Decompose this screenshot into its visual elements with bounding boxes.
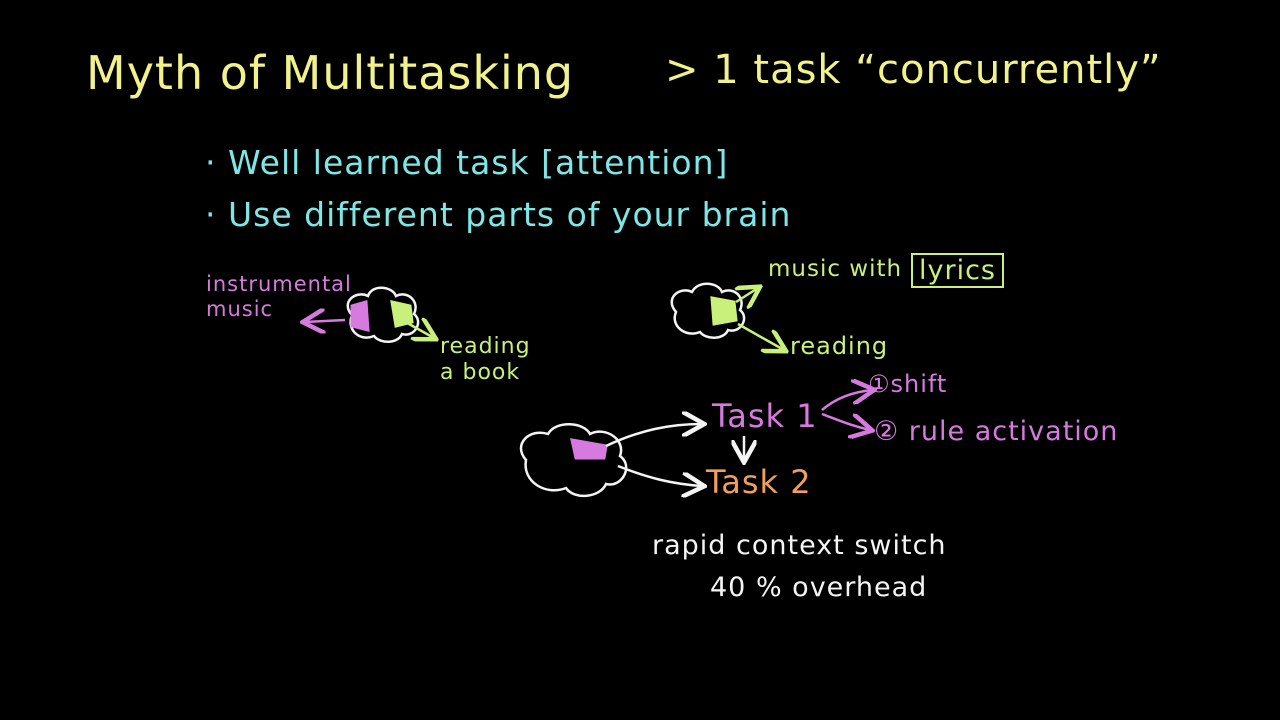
bullet-well-learned: · Well learned task [attention] [205,143,729,182]
note-overhead: 40 % overhead [710,572,928,603]
arrow-to-music-with-lyrics [736,288,758,302]
label-reading: reading [790,332,889,360]
arrow-to-reading-book [401,320,434,338]
brain-region-music-left [350,300,370,332]
brain-region-reading-left [390,300,414,328]
bullet-brain-parts: · Use different parts of your brain [205,195,792,234]
label-task-1: Task 1 [712,397,818,435]
label-music-with: music with [768,256,903,282]
brain-region-executive [570,438,608,460]
label-step-rule-activation: ② rule activation [874,416,1119,447]
label-instrumental-music: instrumental music [206,272,352,322]
arrow-to-reading [737,322,784,350]
brain-icon-tasks [519,423,628,497]
page-title: Myth of Multitasking [86,46,575,100]
brain-region-language [710,296,738,326]
label-reading-a-book: reading a book [440,334,531,386]
brain-icon-right [670,282,746,339]
brain-icon-left [346,286,420,343]
arrow-to-instrumental [305,320,346,322]
arrow-task1-to-rule [821,412,870,430]
arrow-brain-to-task1 [605,424,702,448]
label-step-shift: ①shift [868,370,948,398]
label-task-2: Task 2 [706,463,812,501]
label-lyrics-boxed: lyrics [911,253,1004,288]
note-rapid-context-switch: rapid context switch [652,530,947,561]
arrow-brain-to-task2 [617,464,702,486]
subtitle-definition: > 1 task “concurrently” [665,47,1162,93]
arrow-task1-to-shift [821,390,872,411]
